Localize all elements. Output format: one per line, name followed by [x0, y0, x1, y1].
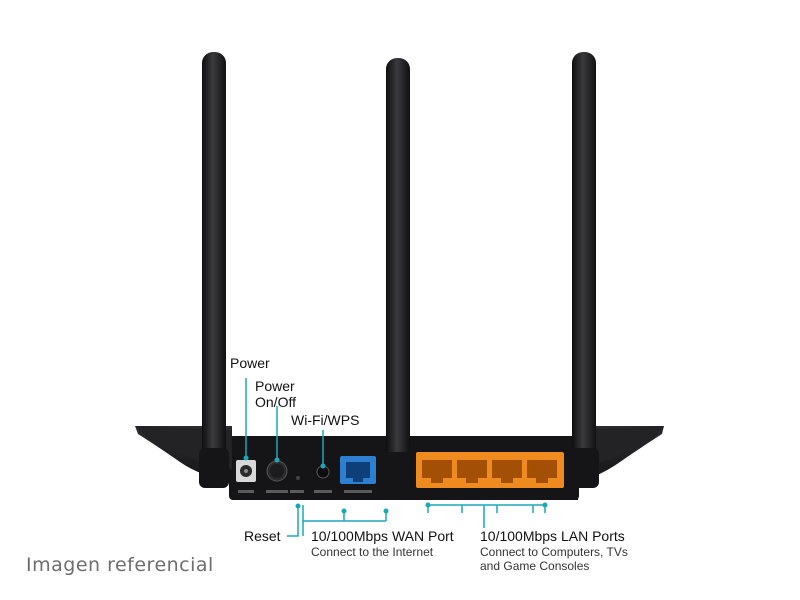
watermark-text: Imagen referencial — [26, 554, 214, 576]
lan-ports-subtitle-line1: Connect to Computers, TVs — [480, 545, 628, 559]
antenna-left — [199, 52, 229, 488]
reset-label: Reset — [244, 528, 281, 544]
antenna-center — [383, 58, 413, 490]
wan-port-subtitle: Connect to the Internet — [311, 545, 434, 559]
power-label: Power — [230, 355, 270, 371]
antenna-right — [569, 52, 599, 488]
lan-port-1 — [422, 460, 452, 483]
lan-port-2 — [457, 460, 487, 483]
reset-callout-line — [287, 506, 299, 537]
lan-port-3 — [492, 460, 522, 483]
lan-callout-line — [427, 504, 546, 528]
lan-ports — [416, 452, 564, 488]
wan-port-title: 10/100Mbps WAN Port — [311, 528, 454, 544]
callout-lines — [245, 378, 546, 537]
lan-port-4 — [527, 460, 557, 483]
lan-ports-subtitle-line2: and Game Consoles — [480, 559, 590, 573]
power-onoff-label-line2: On/Off — [255, 394, 296, 410]
panel-markings — [238, 490, 372, 493]
wan-callout-line — [302, 505, 387, 536]
power-button — [266, 460, 288, 482]
wan-port — [340, 456, 376, 484]
callout-dots — [243, 455, 548, 514]
power-jack — [236, 460, 256, 482]
lan-ports-title: 10/100Mbps LAN Ports — [480, 528, 625, 544]
reset-pinhole — [296, 476, 300, 480]
power-onoff-label-line1: Power — [255, 378, 295, 394]
wifi-wps-label: Wi-Fi/WPS — [291, 412, 360, 428]
